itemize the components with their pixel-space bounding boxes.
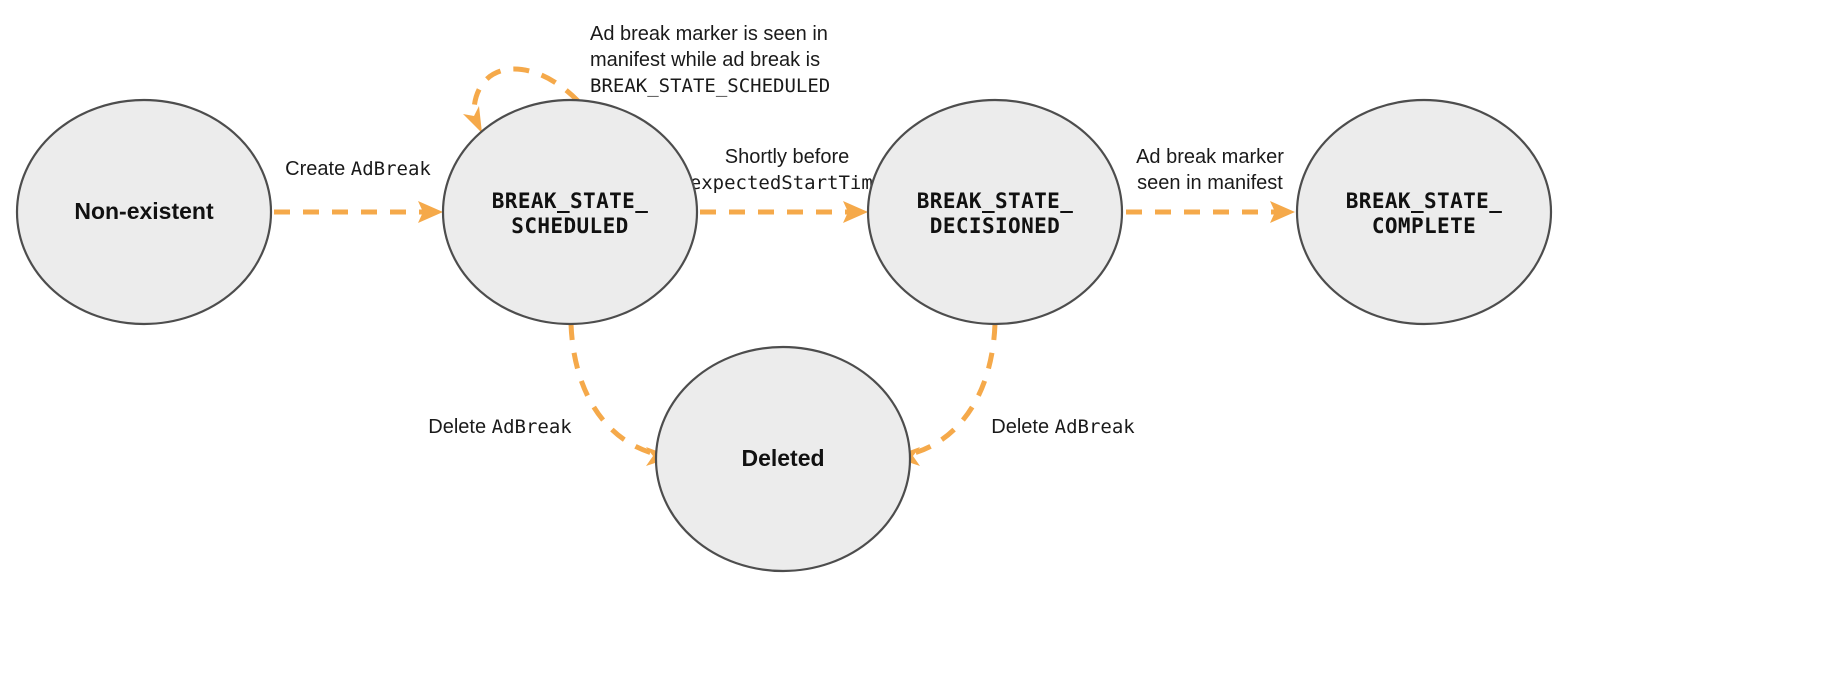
edge-shortly-before-label-line2: expectedStartTime: [690, 172, 884, 194]
node-break-state-complete-shape: [1295, 98, 1553, 326]
node-non-existent-shape: [15, 98, 273, 326]
edge-self-loop-scheduled[interactable]: Ad break marker is seen in manifest whil…: [463, 23, 830, 133]
node-deleted-shape: [654, 345, 912, 573]
edge-shortly-before-arrowhead: [843, 201, 868, 223]
edge-marker-seen[interactable]: Ad break marker seen in manifest: [1126, 146, 1295, 223]
edge-self-loop-label-line1: Ad break marker is seen in: [590, 23, 828, 45]
edge-marker-seen-label-line1: Ad break marker: [1136, 146, 1284, 168]
node-break-state-scheduled[interactable]: BREAK_STATE_ SCHEDULED: [441, 98, 699, 326]
edge-delete-from-decisioned-label: Delete AdBreak: [991, 416, 1135, 438]
edge-create-adbreak-label: Create AdBreak: [285, 158, 431, 180]
node-break-state-complete[interactable]: BREAK_STATE_ COMPLETE: [1295, 98, 1553, 326]
edge-create-adbreak[interactable]: Create AdBreak: [274, 158, 443, 223]
edge-delete-from-scheduled-line: [568, 323, 661, 458]
node-non-existent-label: Non-existent: [74, 198, 214, 224]
node-non-existent[interactable]: Non-existent: [15, 98, 273, 326]
node-break-state-decisioned-label-line1: BREAK_STATE_: [917, 189, 1074, 213]
edge-delete-from-scheduled[interactable]: Delete AdBreak: [428, 323, 673, 466]
edge-self-loop-arrowhead: [463, 106, 482, 133]
node-deleted-label: Deleted: [741, 445, 824, 471]
edge-marker-seen-label-line2: seen in manifest: [1137, 172, 1283, 194]
edge-delete-from-decisioned[interactable]: Delete AdBreak: [893, 323, 1135, 466]
node-deleted[interactable]: Deleted: [654, 345, 912, 573]
node-break-state-decisioned-label-line2: DECISIONED: [930, 214, 1060, 238]
edge-marker-seen-arrowhead: [1270, 201, 1295, 223]
edge-self-loop-label-line3: BREAK_STATE_SCHEDULED: [590, 75, 830, 97]
edge-self-loop-label-line2: manifest while ad break is: [590, 49, 820, 71]
node-break-state-decisioned[interactable]: BREAK_STATE_ DECISIONED: [866, 98, 1124, 326]
edge-shortly-before[interactable]: Shortly before expectedStartTime: [690, 146, 884, 223]
edge-delete-from-scheduled-label: Delete AdBreak: [428, 416, 572, 438]
node-break-state-complete-label-line2: COMPLETE: [1372, 214, 1476, 238]
node-break-state-decisioned-shape: [866, 98, 1124, 326]
edge-shortly-before-label-line1: Shortly before: [725, 146, 850, 168]
edge-delete-from-decisioned-line: [905, 323, 998, 458]
node-break-state-scheduled-shape: [441, 98, 699, 326]
edge-create-adbreak-arrowhead: [418, 201, 443, 223]
node-break-state-scheduled-label-line2: SCHEDULED: [511, 214, 628, 238]
node-break-state-scheduled-label-line1: BREAK_STATE_: [492, 189, 649, 213]
edge-self-loop-line: [471, 66, 580, 121]
node-break-state-complete-label-line1: BREAK_STATE_: [1346, 189, 1503, 213]
